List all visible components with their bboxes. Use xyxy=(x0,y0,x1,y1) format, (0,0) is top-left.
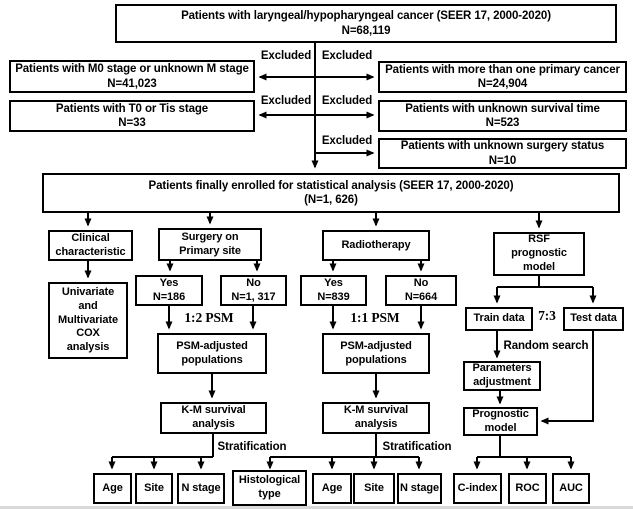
label-psm-1-1: 1:1 PSM xyxy=(350,310,400,325)
label-excluded-b-left: Excluded xyxy=(260,95,312,107)
box-train-data: Train data xyxy=(465,307,533,331)
box-surgery-yes: Yes N=186 xyxy=(135,275,203,306)
box-clinical-characteristic: Clinical characteristic xyxy=(48,230,133,261)
label-excluded-a-right: Excluded xyxy=(321,50,373,62)
box-strat-site-surgery: Site xyxy=(135,473,173,504)
box-strat-nstage-radiotherapy: N stage xyxy=(397,473,442,504)
label-train-test-ratio: 7:3 xyxy=(538,308,556,323)
box-strat-age-surgery: Age xyxy=(93,473,132,504)
box-strat-age-radiotherapy: Age xyxy=(312,473,352,504)
box-radiotherapy-yes: Yes N=839 xyxy=(300,275,367,306)
box-strat-site-radiotherapy: Site xyxy=(353,473,395,504)
box-km-analysis-surgery: K-M survival analysis xyxy=(160,402,267,434)
label-excluded-b-right: Excluded xyxy=(321,95,373,107)
box-radiotherapy: Radiotherapy xyxy=(322,230,430,261)
label-excluded-c: Excluded xyxy=(321,135,373,147)
box-psm-populations-radiotherapy: PSM-adjusted populations xyxy=(322,333,430,374)
box-metric-c-index: C-index xyxy=(453,473,502,504)
box-excluded-surgery-status: Patients with unknown surgery status N=1… xyxy=(378,138,627,169)
box-radiotherapy-no: No N=664 xyxy=(385,275,457,306)
box-parameters-adjustment: Parameters adjustment xyxy=(463,361,541,391)
box-metric-roc: ROC xyxy=(508,473,547,504)
bottom-divider xyxy=(0,506,633,509)
label-random-search: Random search xyxy=(503,340,589,352)
box-strat-histological-type: Histological type xyxy=(232,470,307,506)
box-metric-auc: AUC xyxy=(552,473,590,504)
box-strat-nstage-surgery: N stage xyxy=(177,473,225,504)
box-excluded-m-stage: Patients with M0 stage or unknown M stag… xyxy=(9,60,255,93)
label-excluded-a-left: Excluded xyxy=(260,50,312,62)
box-psm-populations-surgery: PSM-adjusted populations xyxy=(157,333,267,374)
box-surgery-primary-site: Surgery on Primary site xyxy=(158,228,262,261)
box-surgery-no: No N=1, 317 xyxy=(220,275,287,306)
box-excluded-survival-time: Patients with unknown survival time N=52… xyxy=(378,100,627,132)
box-source-population: Patients with laryngeal/hypopharyngeal c… xyxy=(115,4,617,43)
label-psm-1-2: 1:2 PSM xyxy=(184,310,234,325)
box-enrolled: Patients finally enrolled for statistica… xyxy=(42,173,620,213)
box-excluded-primary-cancer: Patients with more than one primary canc… xyxy=(378,61,627,93)
label-stratification-surgery: Stratification xyxy=(217,441,287,453)
label-stratification-radiotherapy: Stratification xyxy=(382,441,452,453)
box-rsf-prognostic-model: RSF prognostic model xyxy=(493,232,585,276)
box-km-analysis-radiotherapy: K-M survival analysis xyxy=(322,402,430,434)
box-excluded-t-stage: Patients with T0 or Tis stage N=33 xyxy=(9,100,255,132)
box-prognostic-model: Prognostic model xyxy=(463,407,538,436)
box-cox-analysis: Univariate and Multivariate COX analysis xyxy=(48,282,128,359)
box-test-data: Test data xyxy=(563,307,624,331)
